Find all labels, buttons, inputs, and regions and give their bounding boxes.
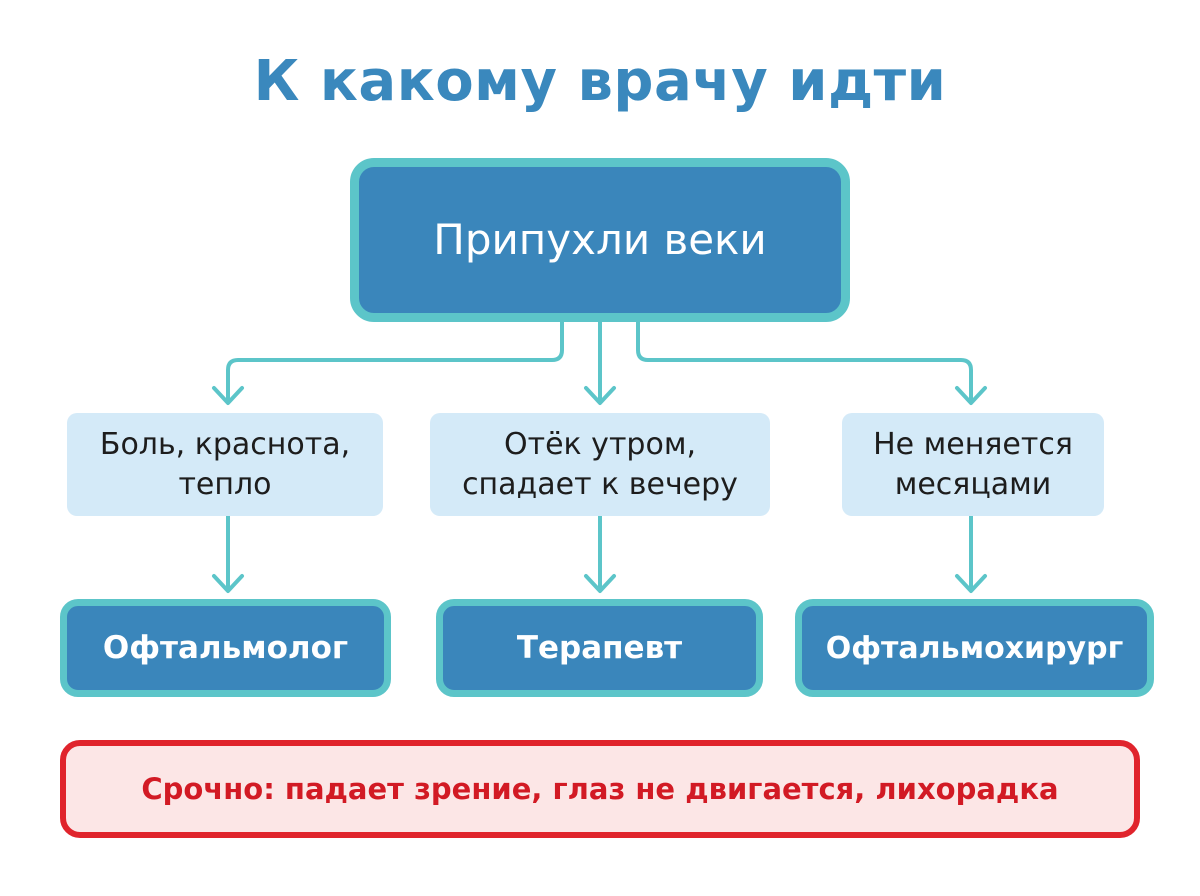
urgent-warning-box: Срочно: падает зрение, глаз не двигается… <box>60 740 1140 838</box>
root-node: Припухли веки <box>350 158 850 322</box>
condition-middle-line2: спадает к вечеру <box>462 466 738 502</box>
condition-node-left: Боль, краснота, тепло <box>67 413 383 516</box>
urgent-warning-label: Срочно: падает зрение, глаз не двигается… <box>141 772 1059 806</box>
doctor-right-label: Офтальмохирург <box>825 630 1124 666</box>
condition-node-right: Не меняется месяцами <box>842 413 1104 516</box>
doctor-middle-label: Терапевт <box>516 630 683 666</box>
doctor-left-label: Офтальмолог <box>102 630 349 666</box>
arrowhead-middle-doctor <box>584 574 616 593</box>
condition-right-line2: месяцами <box>894 466 1052 502</box>
condition-left-line2: тепло <box>178 466 272 502</box>
arrowhead-root-left <box>212 386 244 405</box>
root-node-label: Припухли веки <box>433 215 767 264</box>
doctor-node-left: Офтальмолог <box>60 599 391 697</box>
connector-root-right <box>636 320 973 404</box>
condition-left-line1: Боль, краснота, <box>99 426 351 462</box>
arrowhead-root-middle <box>584 386 616 405</box>
arrowhead-right-doctor <box>955 574 987 593</box>
arrowhead-left-doctor <box>212 574 244 593</box>
connector-root-left <box>226 320 564 404</box>
doctor-node-middle: Терапевт <box>436 599 763 697</box>
arrowhead-root-right <box>955 386 987 405</box>
doctor-node-right: Офтальмохирург <box>795 599 1154 697</box>
condition-node-middle: Отёк утром, спадает к вечеру <box>430 413 770 516</box>
condition-right-line1: Не меняется <box>873 426 1073 462</box>
condition-middle-line1: Отёк утром, <box>503 426 696 462</box>
diagram-title: К какому врачу идти <box>253 49 947 114</box>
